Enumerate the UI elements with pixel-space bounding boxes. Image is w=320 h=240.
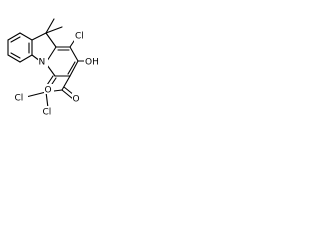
benzene-ring xyxy=(7,32,33,63)
ketone-oxygen-label: O xyxy=(73,95,80,105)
ring-carbonyl-oxygen-label: O xyxy=(45,86,52,96)
pyridinone-ring xyxy=(46,46,79,77)
nitrogen-label: N xyxy=(39,58,46,68)
chemical-structure-diagram: N Cl OH O O Cl Cl xyxy=(7,18,102,118)
carbonyl-bond-1 xyxy=(46,75,54,86)
ketone-bond-1 xyxy=(61,89,74,100)
chlorine-right-label: Cl xyxy=(43,108,52,118)
atom-labels: N Cl OH O O Cl Cl xyxy=(14,31,102,118)
hydroxyl-label: OH xyxy=(85,58,99,68)
chlorine-left-label: Cl xyxy=(15,94,24,104)
c-acyl-bond xyxy=(61,75,71,91)
chcl2-bond-right xyxy=(45,91,49,109)
chlorine-ring-label: Cl xyxy=(75,32,84,42)
methyl-bond-1 xyxy=(45,18,55,34)
pyrroline-ring xyxy=(31,18,63,62)
chcl2-bond-left xyxy=(25,91,47,98)
methyl-bond-2 xyxy=(45,26,63,34)
